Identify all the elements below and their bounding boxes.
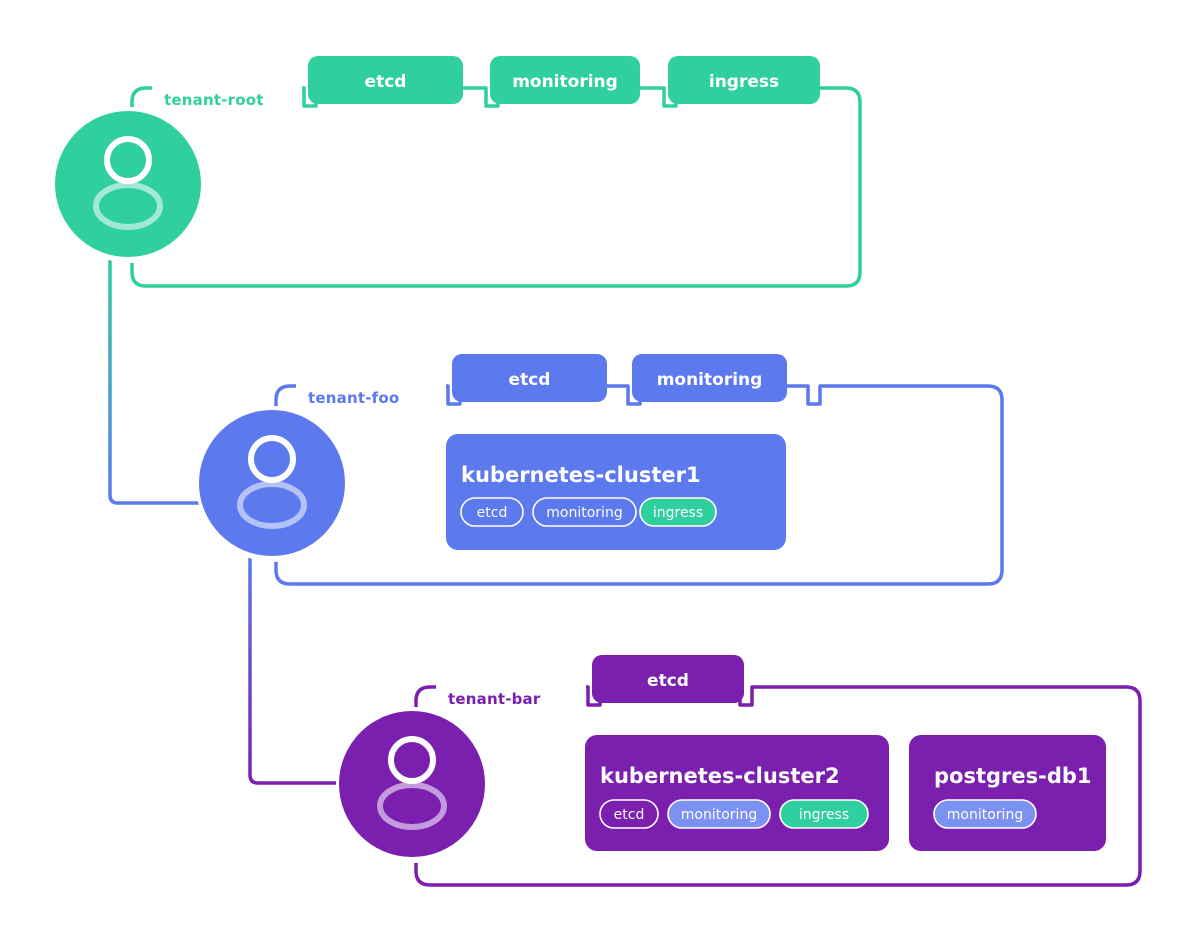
card-title: kubernetes-cluster2 <box>600 764 840 788</box>
tab-etcd[interactable]: etcd <box>592 655 744 703</box>
tenant-root-avatar[interactable] <box>52 107 208 263</box>
resource-card-kubernetes-cluster1[interactable]: kubernetes-cluster1 etcd monitoring ingr… <box>446 434 786 550</box>
tenant-bar-label: tenant-bar <box>448 690 541 708</box>
card-chip-ingress[interactable]: ingress <box>639 497 717 527</box>
avatar-head-icon <box>104 136 152 184</box>
card-title: postgres-db1 <box>934 764 1092 788</box>
tab-label: ingress <box>709 72 779 92</box>
tab-label: monitoring <box>657 370 763 390</box>
tab-label: etcd <box>647 671 689 691</box>
tab-etcd[interactable]: etcd <box>308 56 463 104</box>
tenant-foo-tabs: etcd monitoring <box>452 354 787 402</box>
tab-label: etcd <box>365 72 407 92</box>
tenant-group-root[interactable]: tenant-root etcd monitoring ingress <box>52 56 862 288</box>
chip-label: etcd <box>477 505 508 521</box>
tenant-bar-label-notch <box>436 681 586 694</box>
avatar-body-icon <box>377 782 447 830</box>
tenant-root-label-notch <box>152 82 302 95</box>
chip-label: ingress <box>653 505 703 521</box>
tenant-group-bar[interactable]: tenant-bar etcd kubernetes-cluster2 etcd <box>336 655 1142 887</box>
tenant-root-tabs: etcd monitoring ingress <box>308 56 820 104</box>
tenant-group-foo[interactable]: tenant-foo etcd monitoring kubernetes-cl… <box>196 354 1004 586</box>
tab-label: etcd <box>509 370 551 390</box>
card-background <box>909 735 1106 851</box>
avatar-body-icon <box>237 481 307 529</box>
resource-card-kubernetes-cluster2[interactable]: kubernetes-cluster2 etcd monitoring ingr… <box>585 735 889 851</box>
chip-label: monitoring <box>546 505 622 521</box>
card-chip-monitoring[interactable]: monitoring <box>667 799 771 829</box>
card-title: kubernetes-cluster1 <box>461 463 701 487</box>
card-chip-etcd[interactable]: etcd <box>599 799 659 829</box>
tenant-root-label: tenant-root <box>164 91 264 109</box>
tenant-foo-container <box>274 384 1004 586</box>
tab-ingress[interactable]: ingress <box>668 56 820 104</box>
tenant-foo-label: tenant-foo <box>308 389 399 407</box>
tenant-bar-tabs: etcd <box>592 655 744 703</box>
tab-monitoring[interactable]: monitoring <box>632 354 787 402</box>
chip-label: ingress <box>799 807 849 823</box>
tab-etcd[interactable]: etcd <box>452 354 607 402</box>
resource-card-postgres-db1[interactable]: postgres-db1 monitoring <box>909 735 1106 851</box>
avatar-head-icon <box>388 736 436 784</box>
tenant-bar-avatar[interactable] <box>336 707 492 863</box>
card-chip-monitoring[interactable]: monitoring <box>933 799 1037 829</box>
connector-root-to-foo <box>108 248 207 505</box>
avatar-body-icon <box>93 182 163 230</box>
card-background <box>585 735 889 851</box>
card-chip-ingress[interactable]: ingress <box>779 799 869 829</box>
tenant-foo-label-notch <box>296 380 446 393</box>
tenant-root-container <box>130 86 862 288</box>
card-background <box>446 434 786 550</box>
tenant-bar-container <box>414 685 1142 887</box>
chip-label: monitoring <box>947 807 1023 823</box>
connector-foo-to-bar <box>248 550 347 785</box>
chip-label: etcd <box>614 807 645 823</box>
card-chip-monitoring[interactable]: monitoring <box>532 497 637 527</box>
tenant-foo-avatar[interactable] <box>196 406 352 562</box>
chip-label: monitoring <box>681 807 757 823</box>
tab-label: monitoring <box>512 72 618 92</box>
tab-monitoring[interactable]: monitoring <box>490 56 640 104</box>
avatar-head-icon <box>248 435 296 483</box>
card-chip-etcd[interactable]: etcd <box>460 497 524 527</box>
